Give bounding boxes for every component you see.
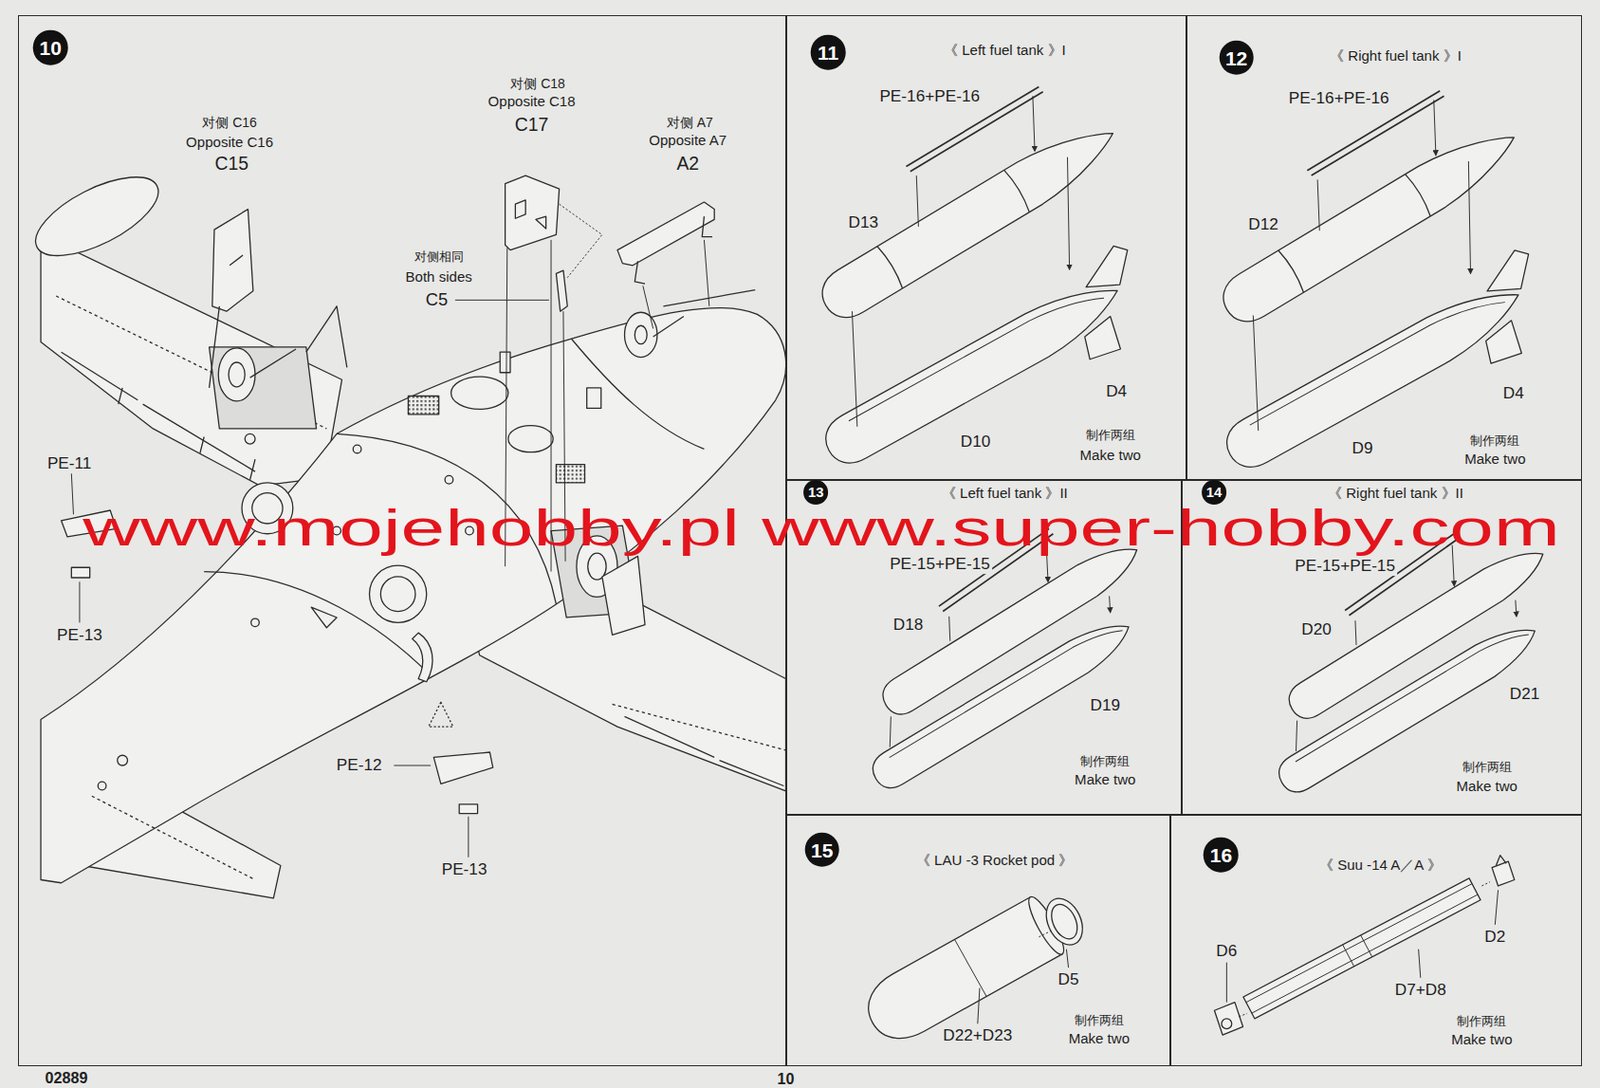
part-label: PE-12 xyxy=(334,755,385,775)
note-text: 制作两组 xyxy=(1078,754,1132,769)
note-text: Opposite C16 xyxy=(183,133,276,150)
page-code: 10 xyxy=(775,1069,797,1088)
part-label: D12 xyxy=(1246,215,1281,235)
part-label: D7+D8 xyxy=(1393,980,1449,1000)
part-label: D18 xyxy=(891,615,926,635)
part-label: PE-13 xyxy=(440,860,490,880)
step-number: 11 xyxy=(810,35,846,71)
part-label: A2 xyxy=(674,152,701,174)
part-label: D4 xyxy=(1501,384,1527,404)
part-label: D5 xyxy=(1056,970,1082,990)
step-number: 10 xyxy=(33,30,69,66)
step-title: 《 Left fuel tank 》I xyxy=(943,42,1067,59)
part-label: D21 xyxy=(1508,684,1543,704)
note-text: 制作两组 xyxy=(1468,433,1522,448)
note-text: 制作两组 xyxy=(1084,428,1138,443)
part-label: PE-16+PE-16 xyxy=(1287,89,1392,109)
note-text: Make two xyxy=(1462,451,1527,468)
note-text: Make two xyxy=(1077,446,1142,463)
part-label: PE-16+PE-16 xyxy=(877,87,982,107)
part-label: D20 xyxy=(1299,620,1334,640)
step-title: 《 Left fuel tank 》II xyxy=(941,485,1068,502)
note-text: Make two xyxy=(1449,1031,1514,1049)
note-text: Make two xyxy=(1066,1030,1132,1048)
note-text: Opposite C18 xyxy=(486,92,578,110)
note-text: Opposite A7 xyxy=(646,132,729,149)
page-code: 02889 xyxy=(43,1068,91,1087)
note-text: 对侧 C18 xyxy=(508,75,568,92)
part-label: D13 xyxy=(846,213,882,233)
part-label: D6 xyxy=(1213,941,1239,961)
watermark: www.mojehobby.pl www.super-hobby.com xyxy=(82,504,1560,553)
step-number: 12 xyxy=(1218,40,1254,76)
step-number: 14 xyxy=(1201,479,1227,505)
part-label: D10 xyxy=(958,432,994,452)
part-label: C5 xyxy=(423,290,450,311)
part-label: PE-15+PE-15 xyxy=(1292,556,1398,576)
step-number: 15 xyxy=(804,832,840,868)
note-text: 对侧相同 xyxy=(412,250,466,265)
part-label: D4 xyxy=(1103,382,1129,402)
part-label: PE-11 xyxy=(45,454,94,474)
note-text: Make two xyxy=(1072,771,1138,788)
part-label: C15 xyxy=(212,152,251,174)
step-title: 《 Right fuel tank 》I xyxy=(1329,47,1462,64)
part-label: PE-13 xyxy=(55,625,105,645)
note-text: Make two xyxy=(1454,777,1520,794)
note-text: Both sides xyxy=(404,268,475,285)
part-label: D9 xyxy=(1349,440,1375,460)
note-text: 对侧 C16 xyxy=(200,114,259,130)
step-panel: 16 《 Suu -14 A／A 》 xyxy=(1170,814,1582,1067)
part-label: D19 xyxy=(1088,696,1123,716)
step-title: 《 Suu -14 A／A 》 xyxy=(1319,856,1442,873)
part-label: D22+D23 xyxy=(940,1026,1014,1046)
step-title: 《 LAU -3 Rocket pod 》 xyxy=(916,851,1074,868)
part-label: C17 xyxy=(513,113,552,135)
note-text: 制作两组 xyxy=(1454,1014,1509,1030)
step-number: 13 xyxy=(803,479,828,505)
note-text: 制作两组 xyxy=(1460,760,1514,775)
part-label: PE-15+PE-15 xyxy=(887,554,993,574)
step-title: 《 Right fuel tank 》II xyxy=(1327,485,1464,502)
step-number: 16 xyxy=(1203,837,1239,873)
part-label: D2 xyxy=(1482,927,1508,947)
note-text: 对侧 A7 xyxy=(664,114,716,130)
step-panel: 11 《 Left fuel tank 》I xyxy=(786,15,1188,480)
note-text: 制作两组 xyxy=(1072,1013,1126,1029)
step-panel: 12 《 Right fuel tank 》I xyxy=(1186,15,1582,480)
